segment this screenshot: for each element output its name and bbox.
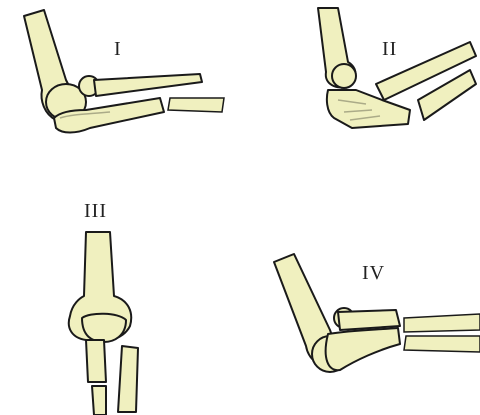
panel-iii-illustration bbox=[69, 232, 138, 415]
panel-label-iii: III bbox=[84, 200, 107, 223]
panel-label-i: I bbox=[114, 38, 122, 61]
panel-i-illustration bbox=[24, 10, 224, 133]
panel-label-iv: IV bbox=[362, 262, 385, 285]
panel-ii-illustration bbox=[318, 8, 476, 128]
panel-label-ii: II bbox=[382, 38, 397, 61]
